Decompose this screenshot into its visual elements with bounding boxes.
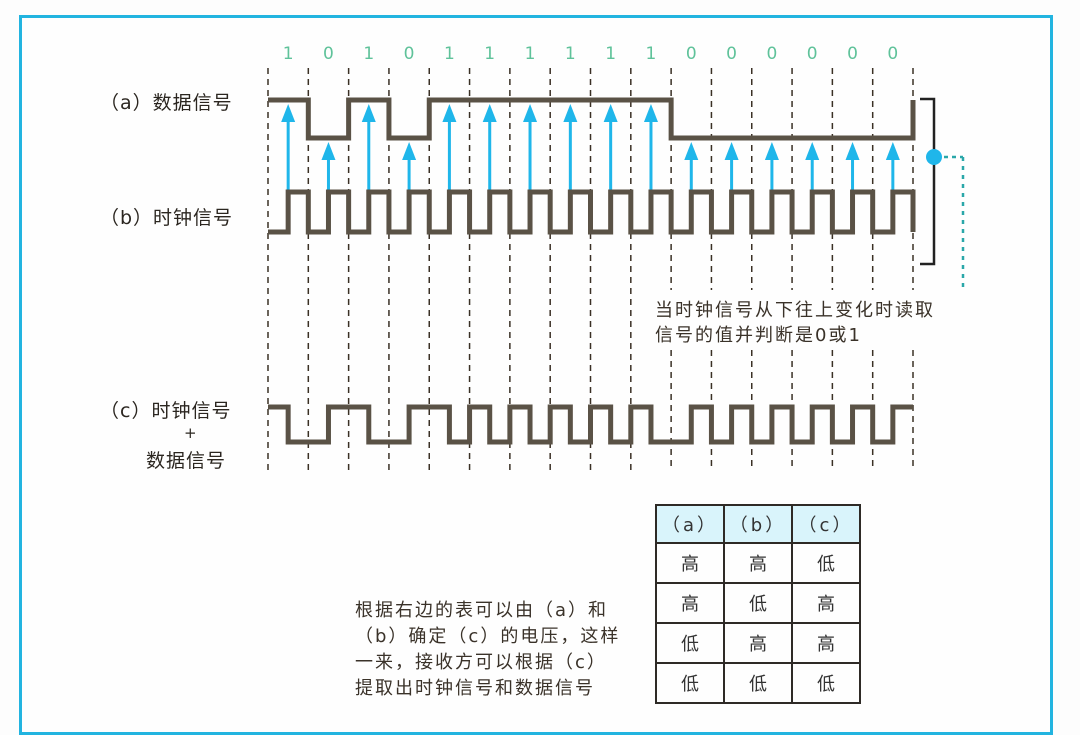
note-read-on-rising-edge: 当时钟信号从下往上变化时读取 信号的值并判断是0或1 bbox=[655, 298, 939, 348]
table-row: 低 低 低 bbox=[655, 662, 861, 704]
table-cell: 高 bbox=[723, 542, 793, 584]
bit-value-label: 1 bbox=[363, 44, 374, 64]
table-cell: 低 bbox=[723, 662, 793, 704]
label-data-signal: （a）数据信号 bbox=[100, 92, 233, 114]
sampling-arrows bbox=[281, 104, 900, 192]
diagram-frame bbox=[19, 15, 1053, 735]
up-arrow-icon bbox=[482, 104, 497, 122]
up-arrow-icon bbox=[764, 142, 779, 160]
table-cell: 低 bbox=[655, 622, 725, 664]
bit-value-label: 0 bbox=[686, 44, 697, 64]
bit-value-label: 1 bbox=[605, 44, 616, 64]
table-cell: 高 bbox=[655, 542, 725, 584]
bit-value-label: 1 bbox=[283, 44, 294, 64]
table-cell: 低 bbox=[791, 542, 861, 584]
label-clock-signal: （b）时钟信号 bbox=[100, 207, 234, 229]
table-cell: 低 bbox=[723, 582, 793, 624]
note-table-line2: （b）确定（c）的电压，这样 bbox=[355, 626, 621, 647]
up-arrow-icon bbox=[523, 104, 538, 122]
bit-value-label: 1 bbox=[646, 44, 657, 64]
note-read-line1: 当时钟信号从下往上变化时读取 bbox=[655, 300, 935, 321]
table-row: 高 高 低 bbox=[655, 542, 861, 584]
up-arrow-icon bbox=[684, 142, 699, 160]
label-combined-signal: （c）时钟信号 bbox=[100, 400, 232, 422]
up-arrow-icon bbox=[845, 142, 860, 160]
bit-value-label: 0 bbox=[726, 44, 737, 64]
bit-labels: 1 0 1 0 1 1 1 1 1 1 0 0 0 0 0 0 bbox=[283, 44, 899, 64]
table-cell: 高 bbox=[655, 582, 725, 624]
bit-value-label: 1 bbox=[484, 44, 495, 64]
bit-value-label: 0 bbox=[847, 44, 858, 64]
table-cell: 低 bbox=[791, 662, 861, 704]
bit-value-label: 1 bbox=[525, 44, 536, 64]
clock-signal-waveform bbox=[268, 189, 916, 235]
up-arrow-icon bbox=[805, 142, 820, 160]
table-header-a: （a） bbox=[655, 504, 725, 544]
up-arrow-icon bbox=[402, 142, 417, 160]
bit-value-label: 0 bbox=[807, 44, 818, 64]
up-arrow-icon bbox=[361, 104, 376, 122]
table-cell: 高 bbox=[791, 582, 861, 624]
data-signal-waveform bbox=[268, 97, 916, 141]
table-header-c: （c） bbox=[791, 504, 861, 544]
bit-value-label: 0 bbox=[766, 44, 777, 64]
bit-value-label: 1 bbox=[565, 44, 576, 64]
table-cell: 低 bbox=[655, 662, 725, 704]
up-arrow-icon bbox=[442, 104, 457, 122]
up-arrow-icon bbox=[563, 104, 578, 122]
table-cell: 高 bbox=[791, 622, 861, 664]
note-table-explanation: 根据右边的表可以由（a）和 （b）确定（c）的电压，这样 一来，接收方可以根据（… bbox=[355, 598, 620, 702]
table-cell: 高 bbox=[723, 622, 793, 664]
bit-value-label: 1 bbox=[444, 44, 455, 64]
up-arrow-icon bbox=[643, 104, 658, 122]
bracket-callout-icon bbox=[920, 97, 965, 290]
note-table-line4: 提取出时钟信号和数据信号 bbox=[355, 678, 595, 699]
up-arrow-icon bbox=[724, 142, 739, 160]
bit-value-label: 0 bbox=[887, 44, 898, 64]
bit-value-label: 0 bbox=[323, 44, 334, 64]
note-read-line2: 信号的值并判断是0或1 bbox=[655, 325, 862, 346]
truth-table: （a） （b） （c） 高 高 低 高 低 高 低 高 高 低 低 低 bbox=[655, 504, 861, 704]
bit-value-label: 0 bbox=[404, 44, 415, 64]
up-arrow-icon bbox=[603, 104, 618, 122]
table-header-b: （b） bbox=[723, 504, 793, 544]
label-plus: + bbox=[184, 424, 198, 442]
up-arrow-icon bbox=[885, 142, 900, 160]
up-arrow-icon bbox=[321, 142, 336, 160]
note-table-line1: 根据右边的表可以由（a）和 bbox=[355, 600, 609, 621]
signal-diagram: 1 0 1 0 1 1 1 1 1 1 0 0 0 0 0 0 bbox=[267, 44, 965, 470]
combined-signal-waveform bbox=[268, 404, 913, 445]
label-combined-data: 数据信号 bbox=[146, 450, 227, 472]
up-arrow-icon bbox=[281, 104, 296, 122]
table-row: 高 低 高 bbox=[655, 582, 861, 624]
note-table-line3: 一来，接收方可以根据（c） bbox=[355, 652, 607, 673]
table-row: 低 高 高 bbox=[655, 622, 861, 664]
